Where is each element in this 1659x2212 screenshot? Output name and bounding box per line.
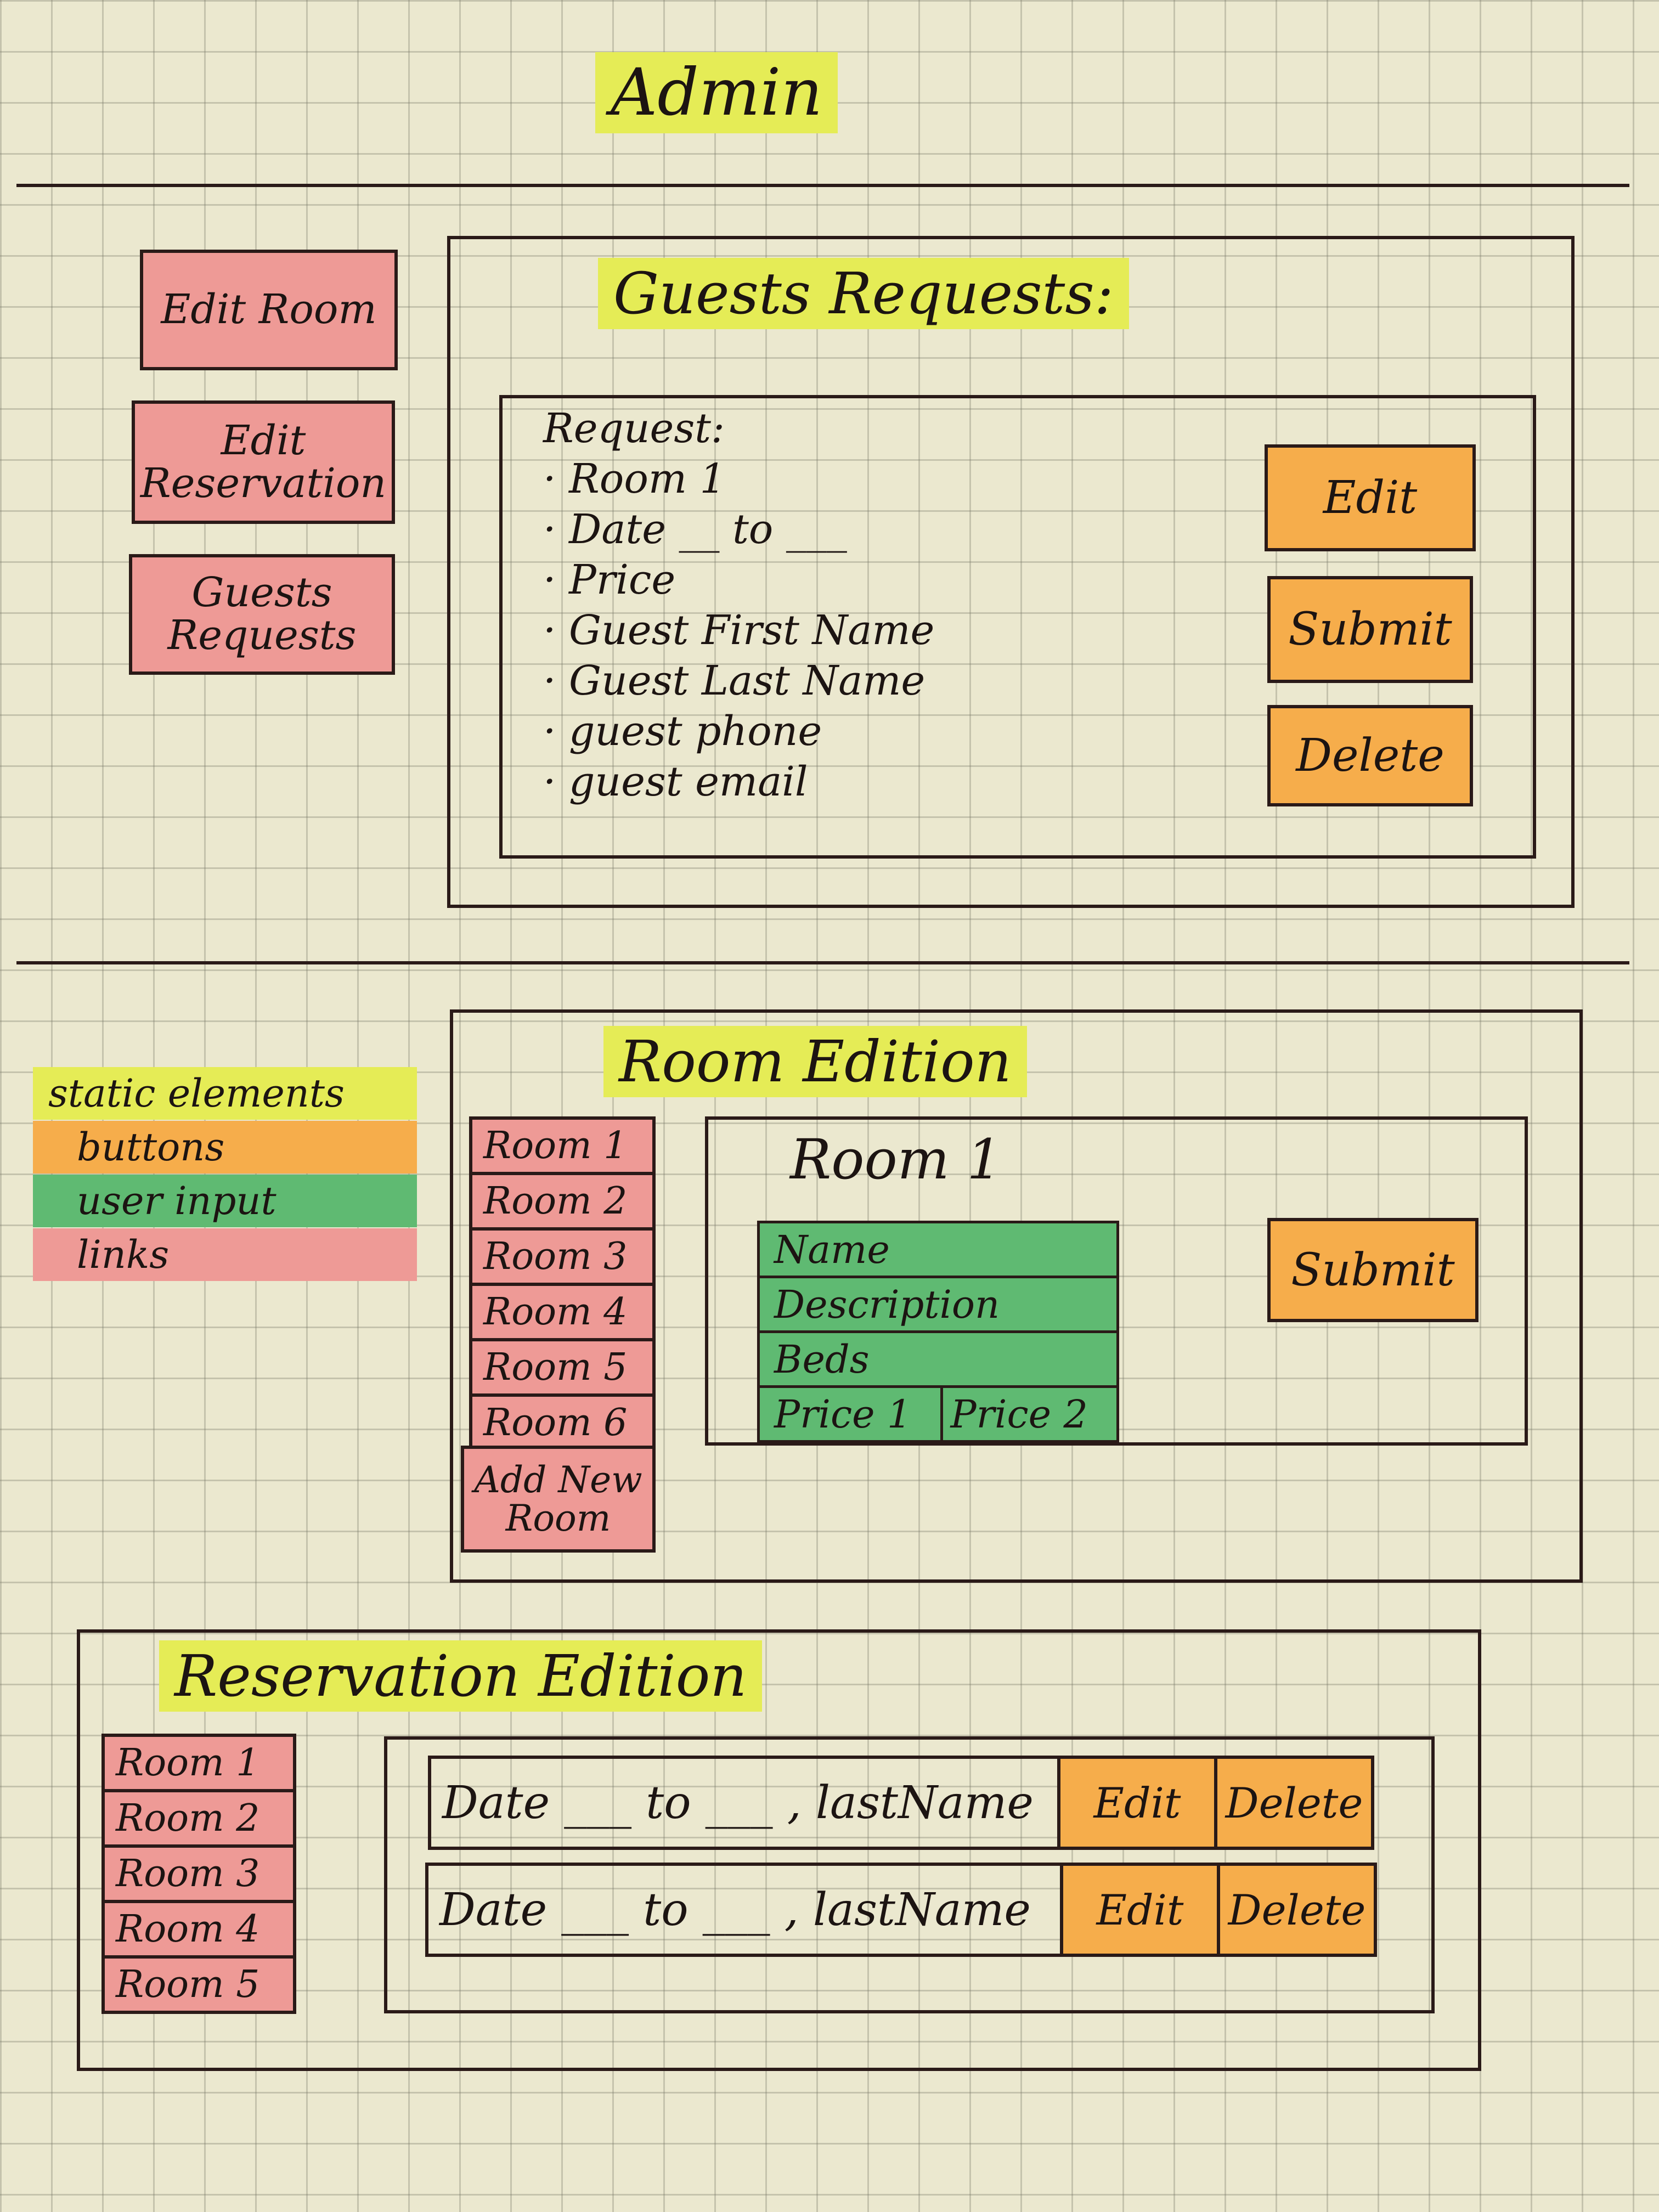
request-delete-button[interactable]: Delete <box>1267 705 1473 806</box>
reservation-edit-button[interactable]: Edit <box>1060 1866 1217 1954</box>
reservation-summary: Date ___ to ___ , lastName <box>442 1776 1034 1829</box>
color-legend: static elements buttons user input links <box>33 1067 417 1282</box>
reservation-room-link-2[interactable]: Room 2 <box>101 1792 296 1848</box>
room-link-5[interactable]: Room 5 <box>469 1341 656 1397</box>
guests-requests-panel <box>447 236 1575 908</box>
reservation-list-card <box>384 1736 1435 2013</box>
request-guest-last-name: · Guest Last Name <box>543 657 926 704</box>
reservation-summary: Date ___ to ___ , lastName <box>439 1883 1031 1936</box>
reservation-edit-button[interactable]: Edit <box>1057 1759 1214 1847</box>
reservation-room-link-3[interactable]: Room 3 <box>101 1848 296 1903</box>
reservation-room-link-5[interactable]: Room 5 <box>101 1959 296 2014</box>
add-new-room-link[interactable]: Add New Room <box>461 1446 656 1553</box>
request-guest-email: · guest email <box>543 758 808 805</box>
request-details: Request: · Room 1 · Date __ to ___ · Pri… <box>543 403 934 807</box>
header-divider <box>16 184 1629 187</box>
request-price: · Price <box>543 556 676 603</box>
request-edit-button[interactable]: Edit <box>1265 444 1476 551</box>
reservation-room-link-1[interactable]: Room 1 <box>101 1734 296 1792</box>
selected-room-title: Room 1 <box>790 1127 1002 1192</box>
room-link-3[interactable]: Room 3 <box>469 1231 656 1286</box>
page-title: Admin <box>595 52 838 133</box>
guests-requests-link[interactable]: Guests Requests <box>129 554 395 675</box>
reservation-edition-panel <box>77 1629 1481 2071</box>
room-list: Room 1 Room 2 Room 3 Room 4 Room 5 Room … <box>469 1116 656 1452</box>
reservation-room-list: Room 1 Room 2 Room 3 Room 4 Room 5 <box>101 1734 296 2014</box>
reservation-room-link-4[interactable]: Room 4 <box>101 1903 296 1959</box>
room-edition-panel <box>450 1009 1583 1583</box>
request-card <box>499 395 1536 859</box>
request-submit-button[interactable]: Submit <box>1267 576 1473 683</box>
edit-reservation-link[interactable]: Edit Reservation <box>132 400 395 524</box>
legend-user-input: user input <box>33 1175 417 1227</box>
legend-links: links <box>33 1228 417 1281</box>
room-description-input[interactable]: Description <box>757 1278 1119 1333</box>
reservation-delete-button[interactable]: Delete <box>1217 1866 1374 1954</box>
room-price1-input[interactable]: Price 1 <box>757 1388 943 1443</box>
legend-static-elements: static elements <box>33 1067 417 1120</box>
room-link-1[interactable]: Room 1 <box>469 1116 656 1175</box>
reservation-delete-button[interactable]: Delete <box>1214 1759 1371 1847</box>
room-link-6[interactable]: Room 6 <box>469 1397 656 1452</box>
room-submit-button[interactable]: Submit <box>1267 1218 1479 1322</box>
request-guest-phone: · guest phone <box>543 708 822 755</box>
edit-room-link[interactable]: Edit Room <box>140 250 398 370</box>
room-price2-input[interactable]: Price 2 <box>943 1388 1119 1443</box>
legend-buttons: buttons <box>33 1121 417 1173</box>
room-edition-title: Room Edition <box>603 1026 1027 1097</box>
room-link-4[interactable]: Room 4 <box>469 1286 656 1341</box>
reservation-edition-title: Reservation Edition <box>159 1640 763 1712</box>
section-divider <box>16 961 1629 964</box>
request-heading: Request: <box>543 405 725 452</box>
request-room: · Room 1 <box>543 455 726 503</box>
room-beds-input[interactable]: Beds <box>757 1333 1119 1388</box>
reservation-row: Date ___ to ___ , lastName Edit Delete <box>425 1863 1377 1957</box>
guests-requests-title: Guests Requests: <box>598 258 1129 329</box>
room-link-2[interactable]: Room 2 <box>469 1175 656 1231</box>
reservation-row: Date ___ to ___ , lastName Edit Delete <box>428 1756 1374 1850</box>
room-details-card <box>705 1116 1528 1446</box>
room-name-input[interactable]: Name <box>757 1221 1119 1278</box>
request-guest-first-name: · Guest First Name <box>543 607 935 654</box>
room-form: Name Description Beds Price 1 Price 2 <box>757 1221 1119 1443</box>
request-dates: · Date __ to ___ <box>543 506 847 553</box>
